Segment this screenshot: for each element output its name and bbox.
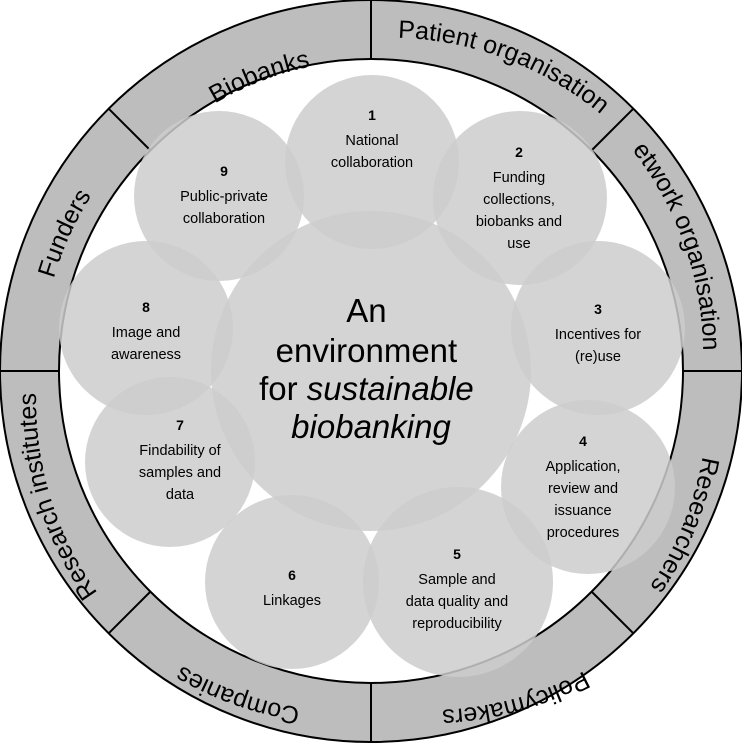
- topic-circle-7: [85, 377, 255, 547]
- topic-number-5: 5: [453, 546, 461, 562]
- center-circle: [211, 211, 531, 531]
- topic-label-2-line-4: use: [507, 236, 530, 252]
- ring-divider-5: [107, 590, 152, 635]
- topic-circles: [59, 75, 685, 677]
- topic-circle-2: [433, 111, 607, 285]
- topic-circle-8: [59, 241, 233, 415]
- topic-circle-5: [363, 487, 553, 677]
- topic-label-8-line-1: Image and: [112, 325, 181, 341]
- topic-circle-3: [511, 241, 685, 415]
- topic-number-4: 4: [579, 433, 587, 449]
- topic-circle-9: [134, 111, 304, 281]
- topic-label-3-line-2: (re)use: [575, 349, 621, 365]
- topic-label-1-line-1: National: [345, 133, 398, 149]
- topic-label-9-line-2: collaboration: [183, 211, 265, 227]
- topic-label-4-line-1: Application,: [546, 459, 621, 475]
- topic-number-2: 2: [515, 144, 523, 160]
- topic-label-7-line-1: Findability of: [139, 443, 221, 459]
- topic-label-4-line-2: review and: [548, 481, 618, 497]
- topic-circle-6: [205, 495, 379, 669]
- topic-circle-1: [285, 75, 459, 249]
- topic-number-9: 9: [220, 163, 228, 179]
- topic-label-4-line-4: procedures: [547, 525, 620, 541]
- topic-label-2-line-2: collections,: [483, 192, 555, 208]
- topic-label-7-line-2: samples and: [139, 465, 221, 481]
- topic-label-5-line-2: data quality and: [406, 594, 508, 610]
- ring-divider-7: [107, 107, 152, 152]
- topic-label-2-line-1: Funding: [493, 170, 545, 186]
- topic-label-2-line-3: biobanks and: [476, 214, 562, 230]
- topic-label-5-line-1: Sample and: [418, 572, 495, 588]
- topic-number-3: 3: [594, 301, 602, 317]
- topic-circle-4: [501, 400, 675, 574]
- center-title: An environment for sustainable biobankin…: [259, 292, 483, 445]
- ring-divider-3: [590, 590, 635, 635]
- topic-label-5-line-3: reproducibility: [412, 616, 502, 632]
- topic-label-6-line-1: Linkages: [263, 593, 321, 609]
- topic-label-9-line-1: Public-private: [180, 189, 268, 205]
- topic-label-4-line-3: issuance: [554, 503, 611, 519]
- topic-number-8: 8: [142, 299, 150, 315]
- topic-label-3-line-1: Incentives for: [555, 327, 641, 343]
- ring-divider-1: [590, 107, 635, 152]
- topic-number-7: 7: [176, 417, 184, 433]
- topic-label-8-line-2: awareness: [111, 347, 181, 363]
- topic-label-7-line-3: data: [166, 487, 195, 503]
- topic-label-1-line-2: collaboration: [331, 155, 413, 171]
- topic-number-6: 6: [288, 567, 296, 583]
- topic-number-1: 1: [368, 107, 376, 123]
